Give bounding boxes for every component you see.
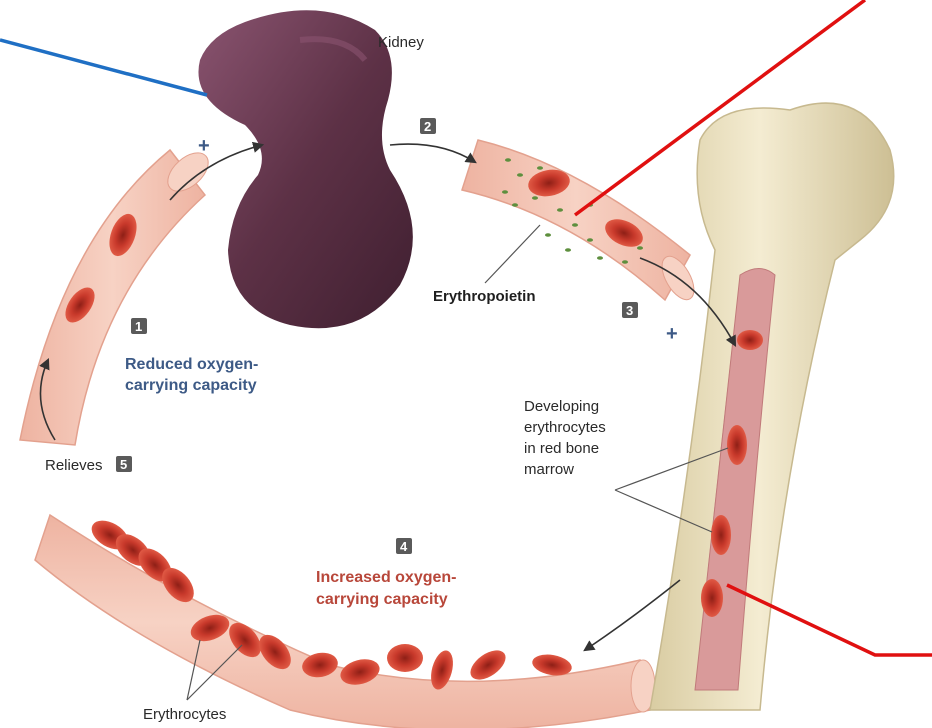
svg-text:2: 2: [424, 119, 431, 134]
reduced-capacity-line2: carrying capacity: [125, 377, 257, 394]
epo-blood-vessel: [462, 140, 700, 305]
developing-line1: Developing: [524, 398, 599, 415]
developing-line2: erythrocytes: [524, 419, 606, 436]
relieves-label: Relieves: [45, 457, 103, 474]
svg-text:5: 5: [120, 457, 127, 472]
erythrocytes-label: Erythrocytes: [143, 706, 226, 723]
svg-text:3: 3: [626, 303, 633, 318]
erythropoietin-label: Erythropoietin: [433, 288, 536, 305]
step-5: 5: [116, 456, 132, 472]
femur-bone: [650, 103, 894, 710]
step-3: 3: [622, 302, 638, 318]
increased-capacity-line1: Increased oxygen-: [316, 569, 457, 586]
step-2: 2: [420, 118, 436, 134]
annotation-line-blue: [0, 40, 207, 95]
developing-line3: in red bone: [524, 440, 599, 457]
svg-text:4: 4: [400, 539, 408, 554]
left-blood-vessel: [20, 146, 215, 445]
plus-sign-marrow: +: [666, 323, 678, 345]
kidney-label: Kidney: [378, 34, 424, 51]
step-1: 1: [131, 318, 147, 334]
step-4: 4: [396, 538, 412, 554]
developing-line4: marrow: [524, 461, 574, 478]
plus-sign-kidney: +: [198, 135, 210, 157]
increased-capacity-line2: carrying capacity: [316, 591, 448, 608]
svg-text:1: 1: [135, 319, 142, 334]
reduced-capacity-line1: Reduced oxygen-: [125, 356, 258, 373]
kidney: [198, 10, 412, 328]
